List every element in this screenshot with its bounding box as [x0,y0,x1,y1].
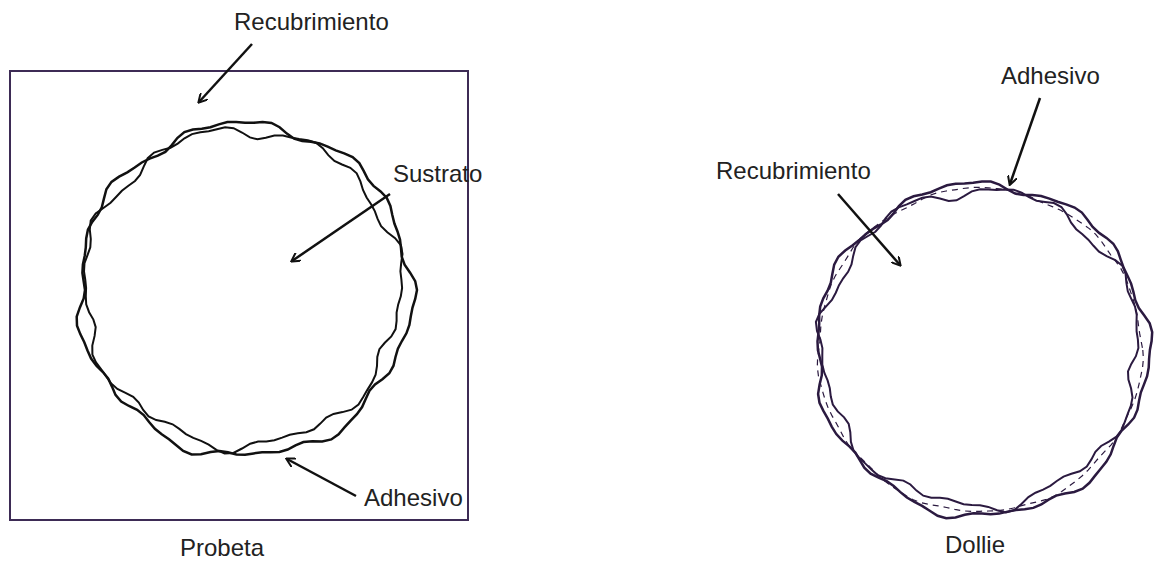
adhesive-label: Adhesivo [364,484,463,512]
ring-outline [84,127,403,453]
leader-line [287,459,356,496]
substrate-outline [77,122,417,455]
ring-outline [818,182,1153,519]
substrate-label: Sustrato [393,160,482,188]
ring-outline [816,189,1139,512]
specimen-square [10,71,468,520]
leader-line [199,44,252,102]
leader-line [1010,98,1040,184]
leader-line [838,194,900,265]
dollie-caption: Dollie [945,531,1005,559]
adhesive-label: Adhesivo [1001,62,1100,90]
dollie-outline [816,182,1152,519]
specimen-caption: Probeta [180,534,264,562]
coating-label: Recubrimiento [234,8,389,36]
ring-outline [77,122,417,455]
coating-label: Recubrimiento [716,157,871,185]
leader-line [292,194,390,261]
ring-outline [817,187,1143,511]
